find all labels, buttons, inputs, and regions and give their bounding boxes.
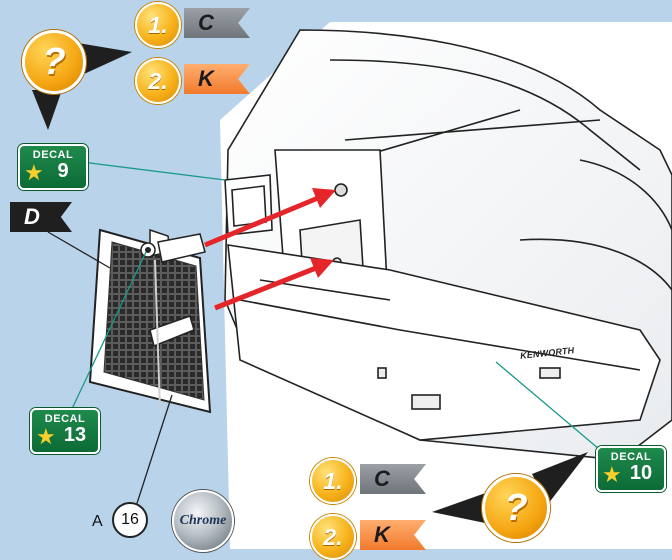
decal-number: 13 <box>52 424 98 447</box>
decal-9-badge: ★ DECAL 9 <box>18 144 88 190</box>
part-number-circle: 16 <box>112 502 148 538</box>
decal-number: 9 <box>40 160 86 183</box>
decal-10-badge: ★ DECAL 10 <box>596 446 666 492</box>
grille-part <box>90 230 210 412</box>
part-letter: A <box>92 513 103 531</box>
step-2-badge-top: 2. <box>135 58 181 104</box>
step-1-badge-top: 1. <box>135 2 181 48</box>
step-2-badge-bottom: 2. <box>310 514 356 560</box>
question-mark-icon-top: ? <box>22 30 86 94</box>
decal-13-badge: ★ DECAL 13 <box>30 408 100 454</box>
step-1-badge-bottom: 1. <box>310 458 356 504</box>
question-mark-icon-bottom: ? <box>482 474 550 542</box>
chrome-finish-badge: Chrome <box>172 490 234 552</box>
decal-number: 10 <box>618 462 664 485</box>
